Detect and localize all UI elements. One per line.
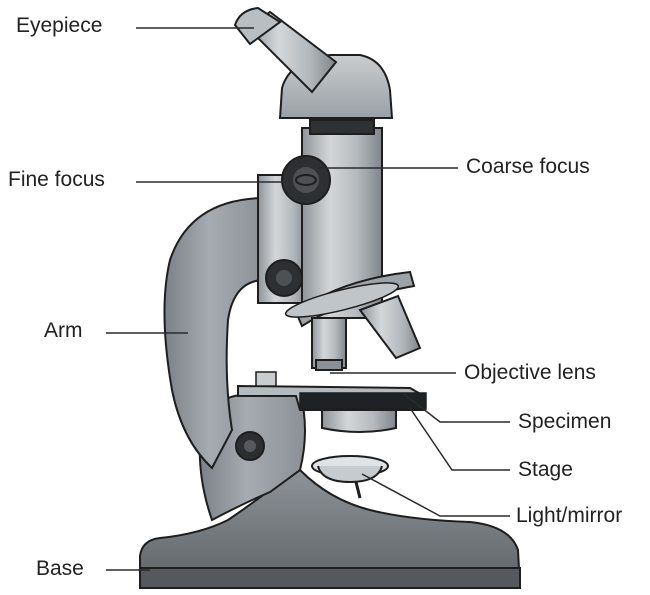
label-coarse-focus: Coarse focus bbox=[466, 155, 590, 179]
coarse-focus-knob-icon bbox=[282, 156, 330, 204]
fine-focus-knob-icon bbox=[266, 260, 302, 296]
condenser-part bbox=[322, 410, 396, 432]
label-arm: Arm bbox=[44, 319, 83, 343]
label-eyepiece: Eyepiece bbox=[16, 14, 102, 38]
label-light-mirror: Light/mirror bbox=[516, 504, 622, 528]
stage-clip bbox=[256, 372, 276, 386]
light-mirror-leader-line bbox=[362, 474, 510, 516]
label-base: Base bbox=[36, 557, 84, 581]
label-stage: Stage bbox=[518, 458, 573, 482]
label-objective-lens: Objective lens bbox=[464, 361, 596, 385]
specimen-slide bbox=[300, 393, 426, 409]
label-specimen: Specimen bbox=[518, 410, 611, 434]
base-part bbox=[140, 470, 520, 588]
stage-leader-line bbox=[410, 408, 510, 470]
label-fine-focus: Fine focus bbox=[8, 168, 105, 192]
